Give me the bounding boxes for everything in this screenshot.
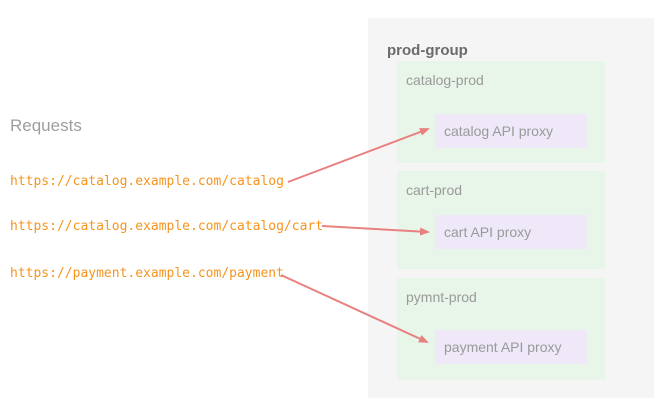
env-label-catalog-prod: catalog-prod (406, 72, 484, 88)
request-url-catalog-cart: https://catalog.example.com/catalog/cart (10, 219, 324, 234)
prod-group-label: prod-group (387, 42, 468, 59)
proxy-box-payment: payment API proxy (435, 330, 587, 364)
request-url-catalog: https://catalog.example.com/catalog (10, 174, 284, 189)
prod-group-box: prod-group catalog-prod catalog API prox… (368, 18, 654, 398)
env-box-catalog-prod: catalog-prod catalog API proxy (397, 61, 605, 163)
proxy-box-catalog: catalog API proxy (435, 114, 587, 148)
env-box-pymnt-prod: pymnt-prod payment API proxy (397, 278, 605, 380)
request-url-payment: https://payment.example.com/payment (10, 266, 284, 281)
proxy-box-cart: cart API proxy (435, 215, 587, 249)
env-box-cart-prod: cart-prod cart API proxy (397, 171, 605, 269)
env-label-pymnt-prod: pymnt-prod (406, 289, 477, 305)
requests-heading: Requests (10, 116, 82, 135)
env-label-cart-prod: cart-prod (406, 182, 463, 198)
